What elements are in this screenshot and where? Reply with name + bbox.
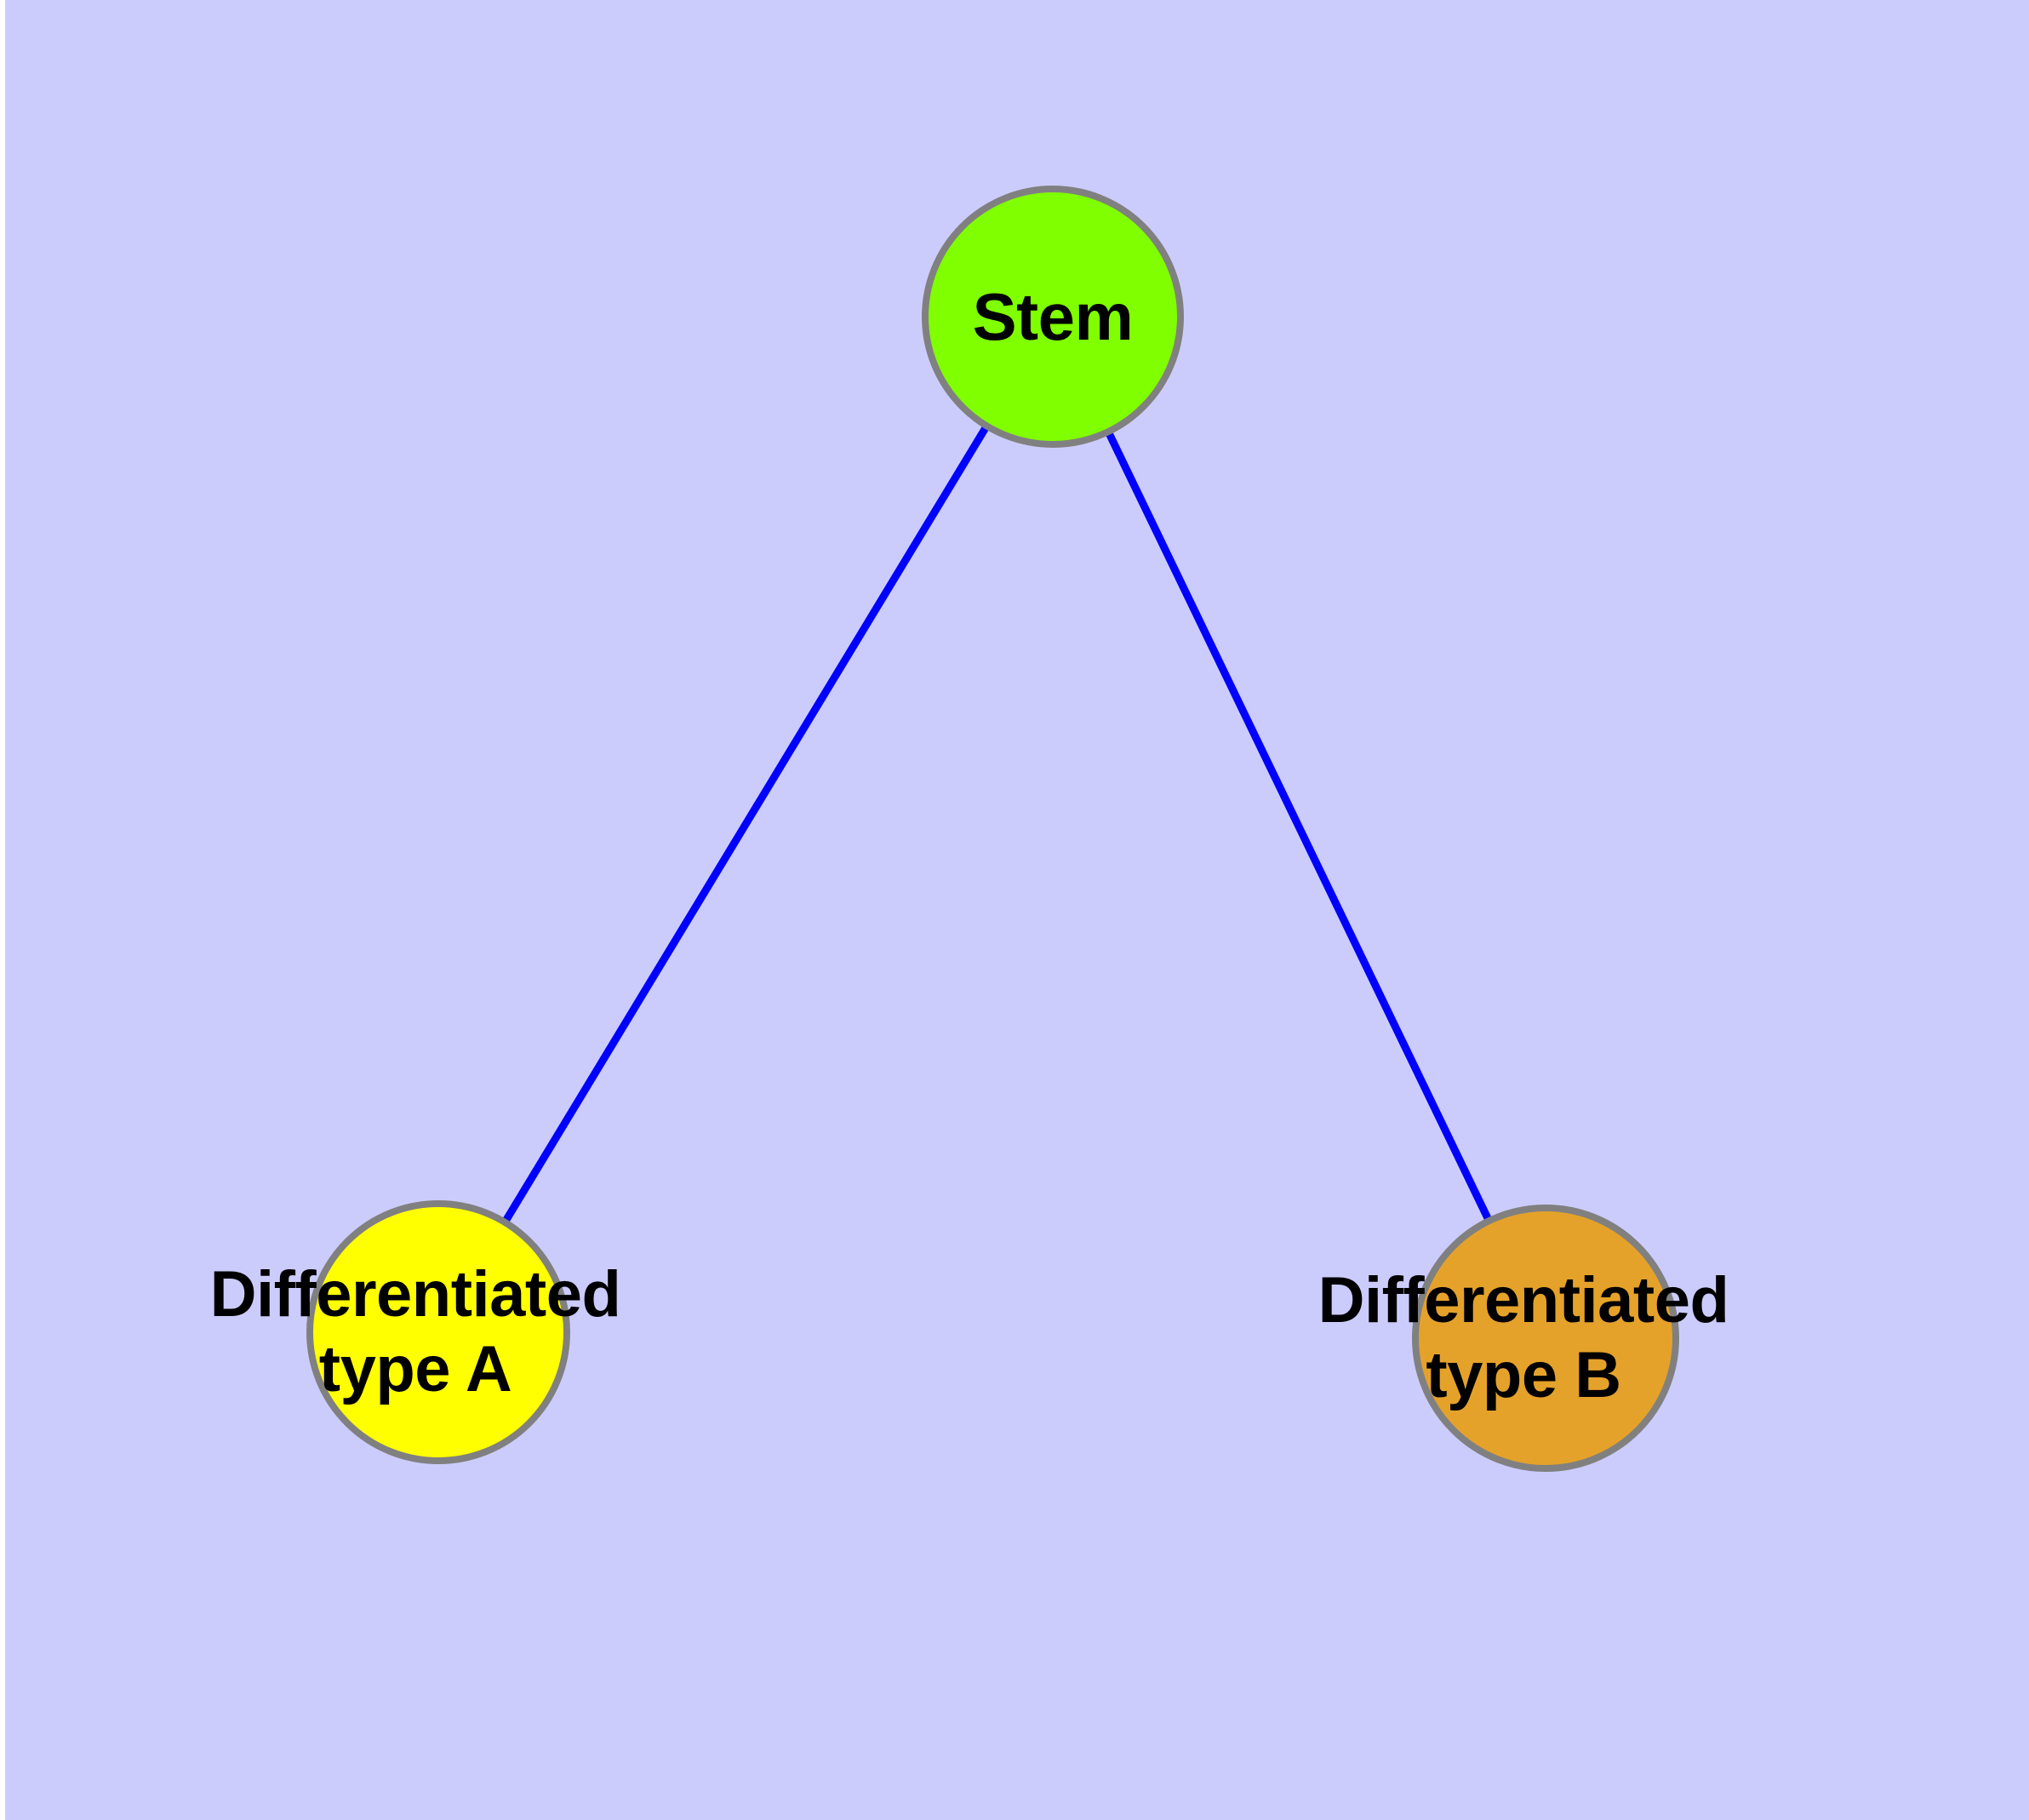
node-differentiated-type-a[interactable] bbox=[306, 1200, 570, 1464]
node-differentiated-type-b[interactable] bbox=[1412, 1205, 1679, 1472]
edge-stem-to-differentiated-type-a[interactable] bbox=[435, 314, 1056, 1335]
node-stem[interactable] bbox=[922, 186, 1184, 448]
edge-layer bbox=[435, 314, 1550, 1340]
edge-stem-to-differentiated-type-b[interactable] bbox=[1049, 315, 1550, 1340]
node-layer bbox=[306, 186, 1679, 1472]
